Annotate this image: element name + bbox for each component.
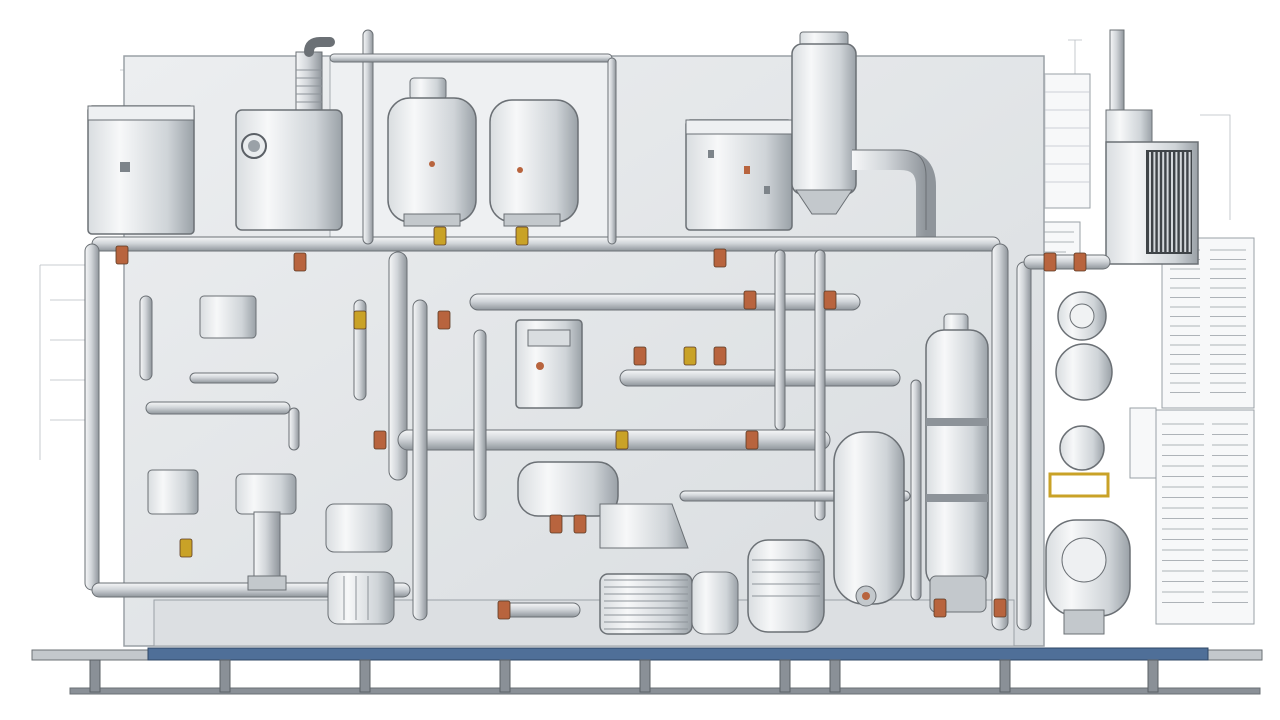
valve-fittings <box>115 226 1087 620</box>
junction-box-small <box>147 469 199 515</box>
pressure-vessel-right <box>833 431 905 607</box>
pump-assembly-center <box>325 503 395 625</box>
spec-sheet-right-mid <box>1161 237 1255 409</box>
spec-sheet-bottom-right <box>1155 409 1255 625</box>
filter-column <box>791 31 936 240</box>
boiler-with-flue <box>235 37 343 231</box>
pipe-network <box>84 29 1111 631</box>
hot-water-tank-a <box>387 77 477 227</box>
horizontal-receiver <box>517 461 619 517</box>
pump-motor-left <box>235 473 297 591</box>
ac-condenser-grille <box>1105 29 1199 265</box>
pump-bottom-right <box>1045 519 1131 635</box>
hot-water-tank-b <box>489 99 579 227</box>
pump-motor-center <box>599 503 739 635</box>
gauge-assembly-right <box>1048 291 1113 498</box>
junction-box <box>199 295 257 339</box>
expansion-column <box>925 313 989 613</box>
control-meter-box <box>515 319 583 409</box>
spec-note-card-2 <box>1129 407 1157 479</box>
base-skid <box>31 647 1263 695</box>
cabinet-box <box>87 105 195 235</box>
control-cabinet <box>685 119 793 231</box>
pump-bottom-mid <box>747 539 825 633</box>
